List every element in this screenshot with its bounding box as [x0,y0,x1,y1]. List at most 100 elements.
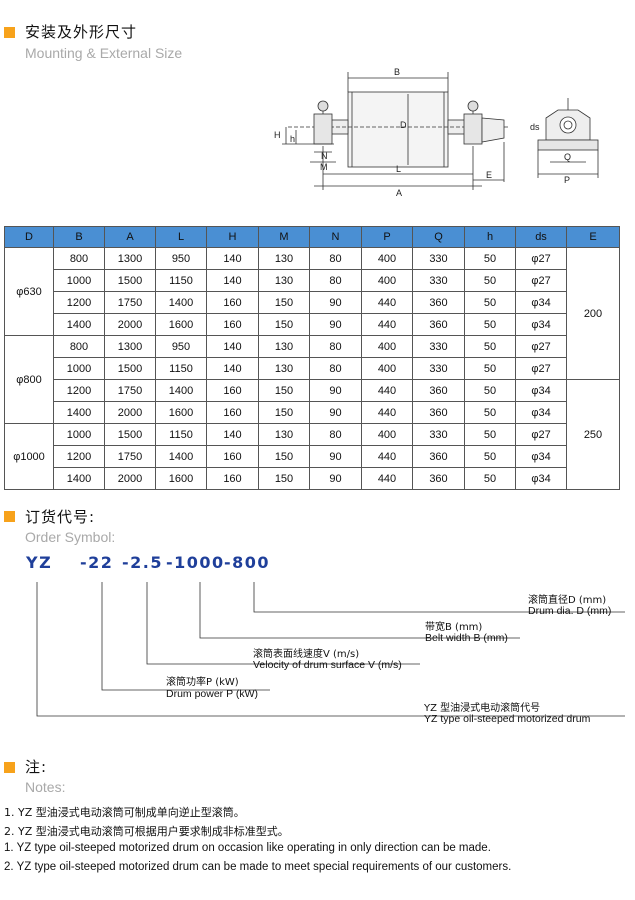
table-cell: 360 [412,401,465,424]
code-velocity: -2.5 [122,553,163,572]
table-cell: 1000 [53,423,105,446]
table-cell: 160 [206,467,259,490]
th-q: Q [412,226,465,248]
order-title-en: Order Symbol: [25,529,116,545]
table-cell: 50 [464,247,516,270]
table-cell: φ27 [515,269,567,292]
table-cell: 2000 [104,467,156,490]
table-cell: 330 [412,269,465,292]
table-cell: 150 [258,313,310,336]
table-cell: 80 [309,247,362,270]
table-cell: φ34 [515,291,567,314]
table-cell: 800 [53,335,105,358]
code-power: -22 [80,553,114,572]
table-cell: 1300 [104,247,156,270]
table-cell: 50 [464,269,516,292]
table-cell: 360 [412,379,465,402]
table-cell: 1600 [155,313,207,336]
table-cell: 140 [206,423,259,446]
label-d: D [400,120,407,130]
label-a: A [396,188,402,198]
label-e: E [486,170,492,180]
table-cell: 330 [412,357,465,380]
table-cell: 1150 [155,357,207,380]
table-cell: 330 [412,247,465,270]
table-cell: 2000 [104,401,156,424]
table-cell: 90 [309,401,362,424]
table-cell: 1500 [104,357,156,380]
table-cell: 130 [258,423,310,446]
label-diameter-en: Drum dia. D (mm) [528,605,612,617]
note-1-en: 1. YZ type oil-steeped motorized drum on… [4,842,491,854]
table-cell: 400 [361,423,413,446]
cell-d: φ800 [4,335,54,424]
label-p: P [564,175,570,185]
label-type-cn: YZ 型油浸式电动滚筒代号 [424,703,541,714]
label-h-upper: H [274,130,281,140]
table-cell: 1000 [53,357,105,380]
note-1-cn: 1. YZ 型油浸式电动滚筒可制成单向逆止型滚筒。 [4,806,245,819]
table-cell: 160 [206,291,259,314]
table-cell: 90 [309,445,362,468]
notes-title-cn: 注: [25,758,48,776]
table-cell: 330 [412,335,465,358]
label-width-en: Belt width B (mm) [425,632,508,644]
label-b: B [394,67,400,77]
label-type-en: YZ type oil-steeped motorized drum [424,713,591,725]
table-cell: 1400 [53,401,105,424]
table-cell: 400 [361,335,413,358]
table-cell: 1400 [155,445,207,468]
table-cell: 160 [206,445,259,468]
table-cell: 50 [464,357,516,380]
table-cell: 80 [309,335,362,358]
table-cell: 1150 [155,269,207,292]
table-cell: 150 [258,379,310,402]
table-cell: 950 [155,335,207,358]
label-width-cn: 带宽B (mm) [425,622,483,633]
table-header-row: D B A L H M N P Q h ds E [4,226,620,248]
code-width: -1000 [166,553,225,572]
table-cell: 440 [361,401,413,424]
table-cell: 50 [464,379,516,402]
table-cell: 440 [361,467,413,490]
table-cell: 800 [53,247,105,270]
table-cell: 1200 [53,379,105,402]
table-cell: 80 [309,423,362,446]
section-marker [4,511,15,522]
table-cell: 80 [309,269,362,292]
table-cell: 160 [206,313,259,336]
label-m: M [320,162,328,172]
th-h: H [206,226,259,248]
note-2-en: 2. YZ type oil-steeped motorized drum ca… [4,861,512,873]
cell-e: 200 [566,247,620,380]
note-2-cn: 2. YZ 型油浸式电动滚筒可根据用户要求制成非标准型式。 [4,825,289,838]
table-cell: 130 [258,247,310,270]
table-cell: 90 [309,467,362,490]
table-cell: 1600 [155,467,207,490]
label-power-cn: 滚筒功率P (kW) [166,677,239,688]
table-cell: 90 [309,313,362,336]
table-cell: 1150 [155,423,207,446]
table-cell: 440 [361,379,413,402]
table-cell: 50 [464,401,516,424]
table-cell: 50 [464,291,516,314]
label-l: L [396,164,401,174]
table-cell: 1400 [155,291,207,314]
table-cell: 90 [309,291,362,314]
th-p: P [361,226,413,248]
table-cell: φ34 [515,401,567,424]
label-diameter-cn: 滚筒直径D (mm) [528,595,607,606]
table-cell: 1400 [53,313,105,336]
table-cell: 1600 [155,401,207,424]
section-marker [4,762,15,773]
th-ds: ds [515,226,567,248]
table-cell: 50 [464,423,516,446]
table-cell: 50 [464,445,516,468]
th-b: B [53,226,105,248]
th-l: L [155,226,207,248]
